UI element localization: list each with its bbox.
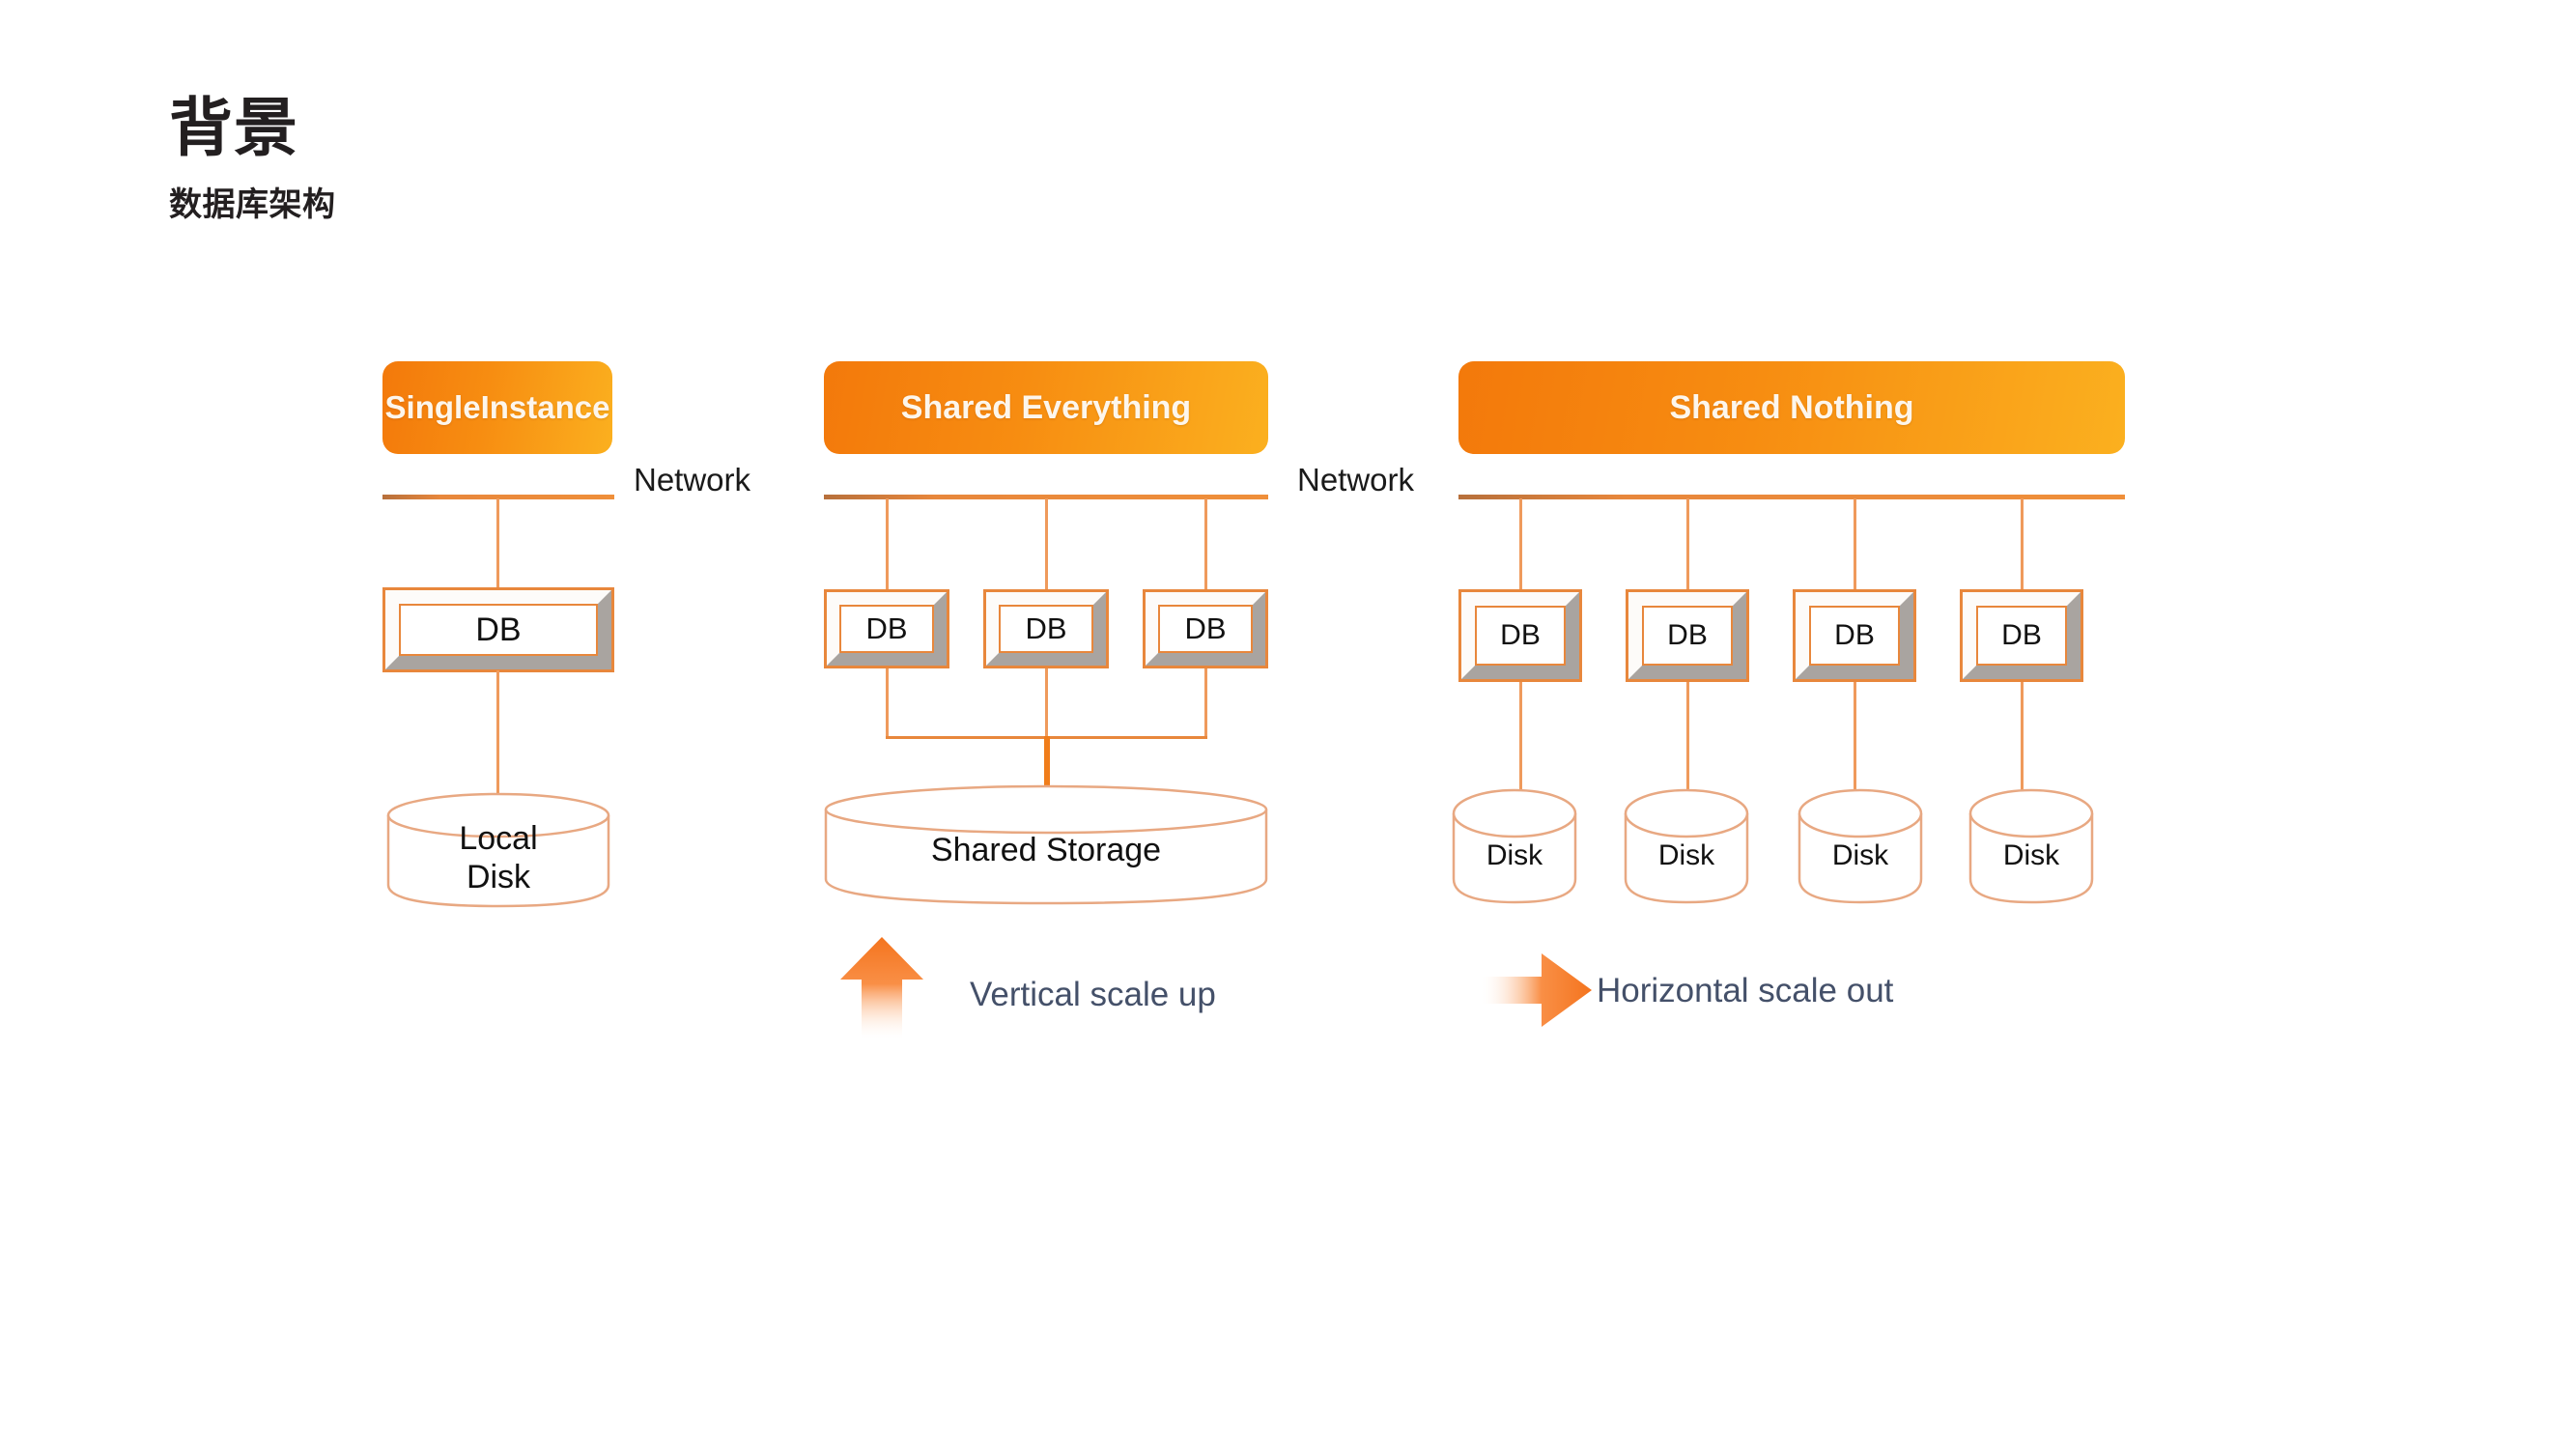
column-header-single-instance[interactable]: Single Instance xyxy=(382,361,612,454)
connector-bus-to-db-sn-2 xyxy=(1854,498,1856,591)
connector-db-to-local-disk xyxy=(496,670,499,794)
page-subtitle: 数据库架构 xyxy=(169,185,336,224)
db-inner-face xyxy=(399,604,598,656)
db-inner-face xyxy=(999,605,1093,653)
storage-shared-storage[interactable]: Shared Storage xyxy=(824,784,1268,905)
db-bevel-icon xyxy=(1461,592,1579,679)
scale-caption-horizontal: Horizontal scale out xyxy=(1597,972,1894,1009)
connector-db-sn-2-to-disk-2 xyxy=(1854,682,1856,796)
cylinder-shape-icon xyxy=(824,784,1268,905)
connector-bus-to-db-se-0 xyxy=(886,498,889,591)
db-node-label: DB xyxy=(1500,619,1541,651)
db-node-shared-nothing-1[interactable]: DB xyxy=(1626,589,1749,682)
db-node-shared-everything-2[interactable]: DB xyxy=(1143,589,1268,668)
storage-disk-2[interactable]: Disk xyxy=(1798,788,1923,906)
connector-storage-bus-to-shared-storage xyxy=(1044,736,1050,798)
db-bevel-icon xyxy=(1796,592,1913,679)
network-label-2: Network xyxy=(1297,462,1415,497)
db-node-shared-nothing-0[interactable]: DB xyxy=(1458,589,1582,682)
db-node-shared-nothing-2[interactable]: DB xyxy=(1793,589,1916,682)
column-header-single-instance-line1: Single xyxy=(384,388,481,425)
network-bus-single-instance xyxy=(382,495,614,499)
db-node-label: DB xyxy=(475,611,522,648)
db-node-single-instance[interactable]: DB xyxy=(382,587,614,672)
db-inner-face xyxy=(839,605,934,653)
connector-bus-to-db-sn-1 xyxy=(1686,498,1689,591)
db-node-label: DB xyxy=(2001,619,2042,651)
db-bevel-icon xyxy=(986,592,1106,666)
db-inner-face xyxy=(1475,606,1566,666)
db-bevel-icon xyxy=(1146,592,1265,666)
db-bevel-icon xyxy=(1628,592,1746,679)
db-bevel-icon xyxy=(827,592,947,666)
arrow-right-icon xyxy=(1478,952,1594,1029)
db-node-shared-everything-0[interactable]: DB xyxy=(824,589,949,668)
db-node-shared-nothing-3[interactable]: DB xyxy=(1960,589,2083,682)
db-bevel-icon xyxy=(1963,592,2081,679)
storage-local-disk[interactable]: Local Disk xyxy=(386,792,610,908)
column-header-shared-nothing[interactable]: Shared Nothing xyxy=(1458,361,2125,454)
network-bus-shared-nothing xyxy=(1458,495,2125,499)
db-node-label: DB xyxy=(1834,619,1875,651)
connector-db-se-0-to-storage-bus xyxy=(886,668,889,738)
connector-bus-to-db-single xyxy=(496,498,499,589)
db-node-label: DB xyxy=(1667,619,1708,651)
connector-db-se-2-to-storage-bus xyxy=(1204,668,1207,738)
db-inner-face xyxy=(1158,605,1253,653)
db-bevel-icon xyxy=(385,590,611,669)
connector-bus-to-db-se-2 xyxy=(1204,498,1207,591)
db-inner-face xyxy=(1976,606,2067,666)
db-node-label: DB xyxy=(1025,611,1067,645)
cylinder-shape-icon xyxy=(1452,788,1577,904)
db-node-label: DB xyxy=(865,611,908,645)
db-node-label: DB xyxy=(1184,611,1227,645)
column-header-shared-everything[interactable]: Shared Everything xyxy=(824,361,1268,454)
network-label-1: Network xyxy=(634,462,751,497)
network-bus-shared-everything xyxy=(824,495,1268,499)
storage-disk-1[interactable]: Disk xyxy=(1624,788,1749,906)
cylinder-shape-icon xyxy=(1624,788,1749,904)
connector-db-se-1-to-storage-bus xyxy=(1045,668,1048,738)
title-block: 背景 数据库架构 xyxy=(169,97,336,225)
db-inner-face xyxy=(1809,606,1900,666)
db-node-shared-everything-1[interactable]: DB xyxy=(983,589,1109,668)
connector-db-sn-3-to-disk-3 xyxy=(2021,682,2024,796)
cylinder-shape-icon xyxy=(386,792,610,908)
scale-caption-vertical: Vertical scale up xyxy=(970,976,1216,1013)
connector-bus-to-db-sn-0 xyxy=(1519,498,1522,591)
connector-bus-to-db-sn-3 xyxy=(2021,498,2024,591)
connector-db-sn-0-to-disk-0 xyxy=(1519,682,1522,796)
cylinder-shape-icon xyxy=(1798,788,1923,904)
connector-db-sn-1-to-disk-1 xyxy=(1686,682,1689,796)
storage-disk-3[interactable]: Disk xyxy=(1968,788,2094,906)
db-inner-face xyxy=(1642,606,1733,666)
column-header-single-instance-line2: Instance xyxy=(480,388,610,425)
cylinder-shape-icon xyxy=(1968,788,2094,904)
connector-bus-to-db-se-1 xyxy=(1045,498,1048,591)
storage-disk-0[interactable]: Disk xyxy=(1452,788,1577,906)
arrow-up-icon xyxy=(838,935,925,1041)
page-title: 背景 xyxy=(169,91,298,165)
